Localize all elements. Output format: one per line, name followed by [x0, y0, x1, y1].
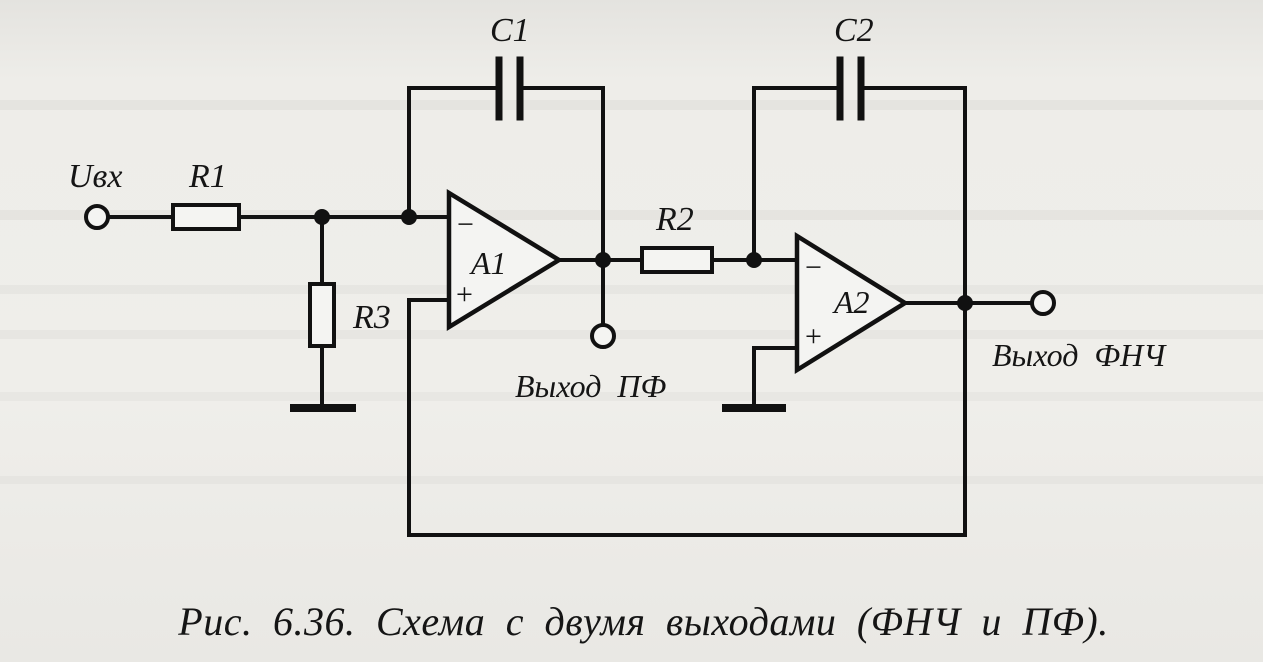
wire-c2-left [752, 86, 840, 262]
label-c1: C1 [490, 12, 530, 49]
resistor-r1 [171, 203, 241, 231]
output-terminal-bandpass [590, 323, 616, 349]
resistor-r3 [308, 282, 336, 348]
junction-dot [595, 252, 611, 268]
junction-dot [957, 295, 973, 311]
a2-minus-sign: − [805, 251, 822, 284]
junction-dot [401, 209, 417, 225]
capacitor-c2 [836, 56, 865, 121]
label-output-bandpass: Выход ПФ [515, 368, 667, 404]
wire-c1-left [407, 86, 499, 219]
label-output-lowpass: Выход ФНЧ [992, 337, 1167, 373]
wire-c1-right [520, 86, 605, 262]
wire-feedback-loop [407, 298, 967, 537]
figure-caption: Рис. 6.36. Схема с двумя выходами (ФНЧ и… [178, 599, 1109, 644]
junction-dot [314, 209, 330, 225]
opamp-a1 [446, 188, 564, 332]
label-c2: C2 [834, 12, 874, 49]
label-r2: R2 [655, 201, 694, 238]
output-terminal-lowpass [1030, 290, 1056, 316]
resistor-r2 [640, 246, 714, 274]
page-bleed-through [0, 100, 1263, 220]
wire-c2-right [861, 86, 967, 305]
a2-plus-sign: + [805, 320, 822, 353]
label-input: Uвх [68, 158, 122, 195]
junction-dot [746, 252, 762, 268]
a1-minus-sign: − [457, 208, 474, 241]
label-r3: R3 [352, 299, 391, 336]
wire-a2-plus-ground [752, 346, 799, 406]
label-r1: R1 [188, 158, 227, 195]
capacitor-c1 [495, 56, 524, 121]
opamp-a2 [794, 231, 910, 375]
label-a1: A1 [469, 245, 507, 281]
input-terminal [84, 204, 110, 230]
a1-plus-sign: + [456, 278, 473, 311]
label-a2: A2 [832, 284, 870, 320]
